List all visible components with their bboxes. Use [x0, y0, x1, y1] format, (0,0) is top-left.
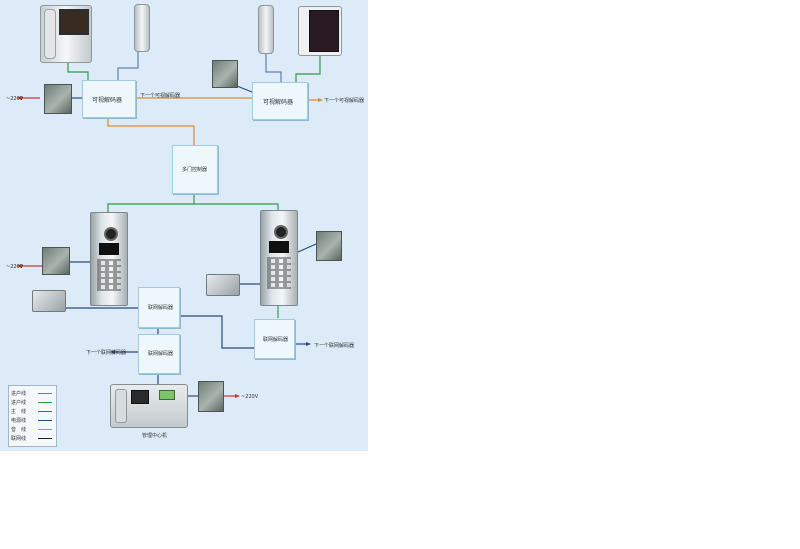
power-supply — [212, 60, 238, 88]
next-decoder-label: 下一个可视解码器 — [324, 98, 365, 104]
wire-orange — [107, 116, 195, 145]
legend — [8, 385, 57, 447]
legend-swatch — [38, 393, 52, 394]
door-controller — [172, 145, 218, 194]
legend-swatch — [38, 402, 52, 403]
voltage-label: ~220V — [6, 96, 24, 102]
arrow-right — [306, 342, 311, 346]
network-decoder-1-label: 联网解码器 — [148, 305, 174, 311]
audio-handset-left — [134, 4, 150, 52]
legend-label: 进户线 — [11, 391, 27, 397]
display-screen — [269, 241, 289, 253]
electric-lock-left — [32, 290, 66, 312]
door-panel-left — [90, 212, 128, 306]
camera-icon — [104, 227, 118, 241]
video-phone-left — [40, 5, 92, 63]
next-network-label: 下一个联网解码器 — [86, 350, 127, 356]
next-decoder-label: 下一个可视解码器 — [140, 93, 181, 99]
wire-green — [295, 52, 321, 82]
electric-lock-right — [206, 274, 240, 296]
video-phone-right — [298, 6, 342, 56]
video-screen — [131, 390, 149, 404]
power-supply — [44, 84, 72, 114]
power-supply — [316, 231, 342, 261]
video-screen — [59, 9, 89, 35]
network-decoder-2-label: 联网解码器 — [148, 351, 174, 357]
decoder-left-label: 可视解码器 — [92, 97, 123, 104]
legend-swatch — [38, 420, 52, 421]
legend-label: 电源线 — [11, 418, 27, 424]
diagram-canvas: 可视解码器 可视解码器 ~220V 下一个可视解码器 下一个可视解码器 多门控制… — [0, 0, 368, 451]
camera-icon — [274, 225, 288, 239]
door-panel-right — [260, 210, 298, 306]
legend-label: 主 线 — [11, 409, 27, 415]
network-decoder-3 — [254, 319, 295, 359]
arrow-right — [235, 394, 240, 398]
arrow-left — [110, 350, 115, 354]
legend-label: 进户线 — [11, 400, 27, 406]
wire-dark — [178, 315, 254, 349]
legend-label: 音 线 — [11, 427, 27, 433]
legend-swatch — [38, 411, 52, 412]
wire-dark — [236, 85, 253, 93]
management-center — [110, 384, 188, 428]
wire-green — [107, 192, 195, 212]
wire-green — [194, 203, 279, 210]
network-decoder-3-label: 联网解码器 — [263, 337, 289, 343]
center-label: 管理中心机 — [142, 433, 168, 439]
wire-blue — [117, 50, 139, 80]
decoder-right-label: 可视解码器 — [263, 99, 294, 106]
arrow-right — [318, 98, 323, 102]
wire-dark — [297, 243, 317, 253]
arrow-left — [16, 264, 22, 268]
voltage-label: ~220V — [6, 264, 24, 270]
power-supply — [42, 247, 70, 275]
network-decoder-1 — [138, 287, 180, 328]
next-network-label: 下一个联网解码器 — [314, 343, 355, 349]
arrow-left — [16, 96, 22, 100]
power-supply — [198, 381, 224, 412]
audio-handset-right — [258, 5, 274, 54]
decoder-left — [82, 80, 136, 118]
legend-label: 联网线 — [11, 436, 27, 442]
legend-swatch — [38, 429, 52, 430]
display-screen — [99, 243, 119, 255]
keypad — [267, 257, 291, 289]
door-controller-label: 多门控制器 — [182, 167, 208, 173]
decoder-right — [252, 82, 308, 120]
wiring-lines — [16, 50, 323, 398]
voltage-label: ~220V — [241, 394, 259, 400]
legend-swatch — [38, 438, 52, 439]
wire-green — [67, 60, 89, 80]
wire-blue — [265, 52, 282, 82]
video-screen — [309, 10, 339, 52]
network-decoder-2 — [138, 334, 180, 374]
lcd-display — [159, 390, 175, 400]
keypad — [97, 259, 121, 291]
